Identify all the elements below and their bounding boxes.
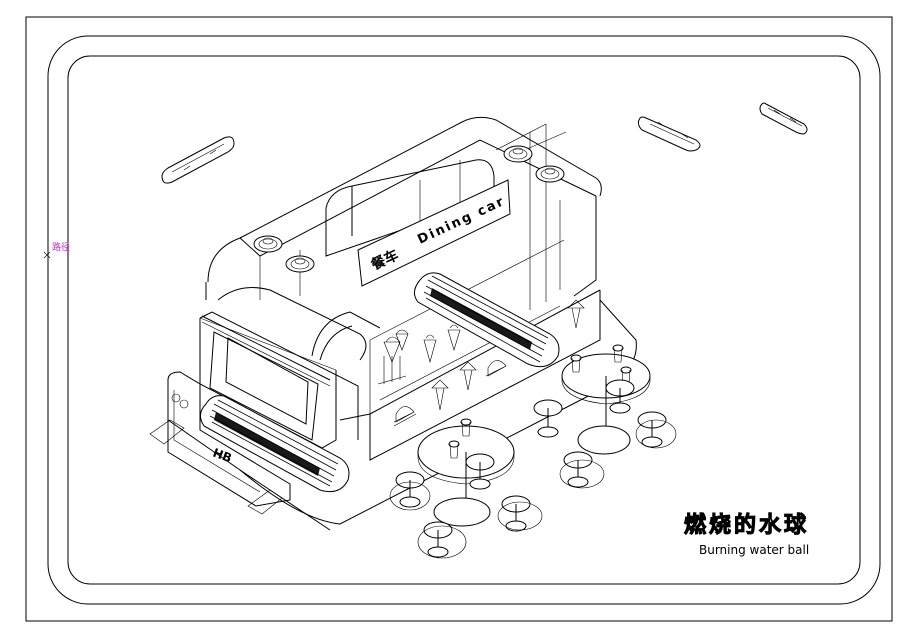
path-marker: 路径 xyxy=(43,241,70,259)
cup-icon xyxy=(612,344,624,352)
stool xyxy=(389,471,431,511)
dining-car: HB xyxy=(149,116,637,531)
title-en: Burning water ball xyxy=(699,543,809,557)
stool xyxy=(533,399,563,438)
table-set-2 xyxy=(533,344,677,489)
barrel-icon xyxy=(285,255,315,273)
marker-label: 路径 xyxy=(52,241,70,253)
plate-text: HB xyxy=(211,446,234,466)
capsule-icon xyxy=(161,136,235,184)
stool xyxy=(497,495,543,532)
barrel-icon xyxy=(503,145,533,163)
capsule-icon xyxy=(759,102,808,135)
barrel-icon xyxy=(253,235,283,253)
capsule-icon xyxy=(637,116,701,152)
ice-cream-icon xyxy=(423,324,461,364)
title-block: 燃烧的水球 Burning water ball xyxy=(684,512,810,558)
outer-rounded-frame xyxy=(47,35,881,605)
stool xyxy=(605,379,635,414)
barrel-icon xyxy=(535,165,565,183)
table-set-1 xyxy=(389,418,543,559)
dining-car-sign: 餐车 Dining car xyxy=(357,179,511,287)
burger-icon xyxy=(393,360,507,427)
stool xyxy=(417,521,467,559)
cup-icon xyxy=(460,418,472,426)
roller-icon xyxy=(414,272,560,368)
ice-cream-icon xyxy=(431,299,585,411)
sheet-border xyxy=(25,16,893,622)
headlight-icon xyxy=(179,399,189,409)
roller-icon xyxy=(200,395,350,493)
fries-icon xyxy=(377,356,407,385)
ice-cream-icon xyxy=(383,329,409,363)
headlight-icon xyxy=(171,393,181,403)
stool xyxy=(465,453,495,490)
title-cn: 燃烧的水球 xyxy=(684,512,809,538)
stool xyxy=(635,411,677,449)
inner-rounded-frame xyxy=(67,55,861,585)
stool xyxy=(559,451,605,489)
